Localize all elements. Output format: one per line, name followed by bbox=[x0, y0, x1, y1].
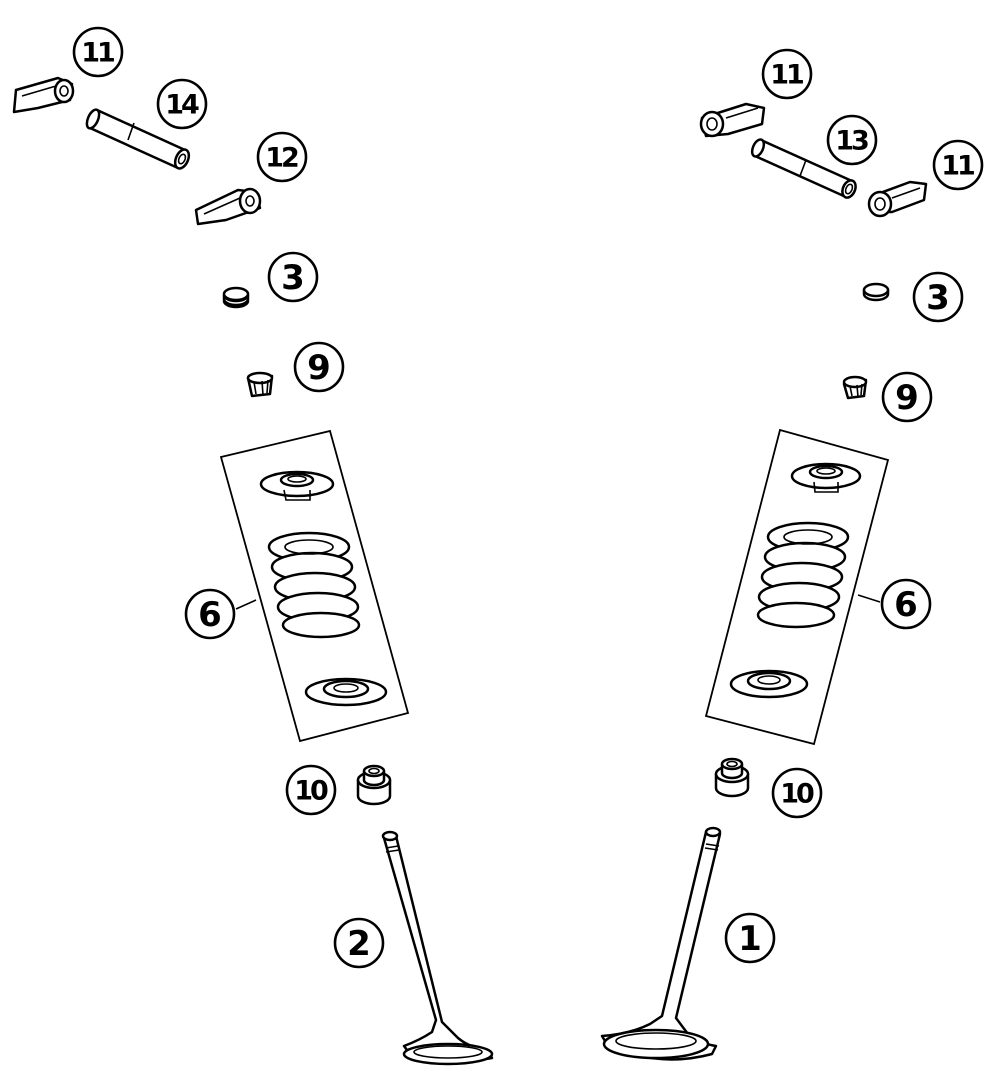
callout-3-right: 3 bbox=[912, 271, 964, 323]
valve-stem-seal-left bbox=[356, 764, 392, 806]
spring-seat-lower-right bbox=[729, 669, 809, 699]
callout-9-right: 9 bbox=[881, 371, 933, 423]
svg-text:10: 10 bbox=[780, 779, 814, 810]
valve-shim-left bbox=[222, 286, 250, 309]
callout-10-right: 10 bbox=[771, 767, 823, 819]
callout-11-top-right-a: 11 bbox=[761, 48, 813, 100]
spring-assembly-box-left bbox=[219, 429, 410, 743]
svg-text:9: 9 bbox=[307, 348, 331, 388]
svg-text:14: 14 bbox=[165, 90, 199, 121]
callout-3-left: 3 bbox=[267, 251, 319, 303]
callout-14: 14 bbox=[156, 78, 208, 130]
svg-text:6: 6 bbox=[198, 595, 222, 635]
spring-seat-lower-left bbox=[304, 677, 388, 707]
svg-text:11: 11 bbox=[81, 38, 114, 69]
callout-6-right: 6 bbox=[880, 578, 932, 630]
callout-2: 2 bbox=[333, 917, 385, 969]
spring-assembly-box-right bbox=[704, 428, 890, 746]
callout-12: 12 bbox=[256, 131, 308, 183]
valve-stem-seal-right bbox=[714, 757, 750, 798]
svg-text:11: 11 bbox=[941, 151, 974, 182]
svg-text:1: 1 bbox=[738, 919, 762, 959]
svg-text:9: 9 bbox=[895, 378, 919, 418]
valve-left-2 bbox=[381, 830, 494, 1066]
svg-text:3: 3 bbox=[926, 278, 950, 318]
svg-text:11: 11 bbox=[770, 60, 803, 91]
valve-spring-left bbox=[267, 531, 361, 639]
callout-10-left: 10 bbox=[285, 764, 337, 816]
callout-11-top-right-b: 11 bbox=[932, 139, 984, 191]
rocker-arm-right-outer bbox=[699, 102, 766, 138]
svg-text:3: 3 bbox=[281, 258, 305, 298]
rocker-shaft-13 bbox=[750, 138, 857, 199]
callout-11-top-left: 11 bbox=[72, 26, 124, 78]
callout-9-left: 9 bbox=[293, 341, 345, 393]
svg-text:12: 12 bbox=[265, 143, 298, 174]
svg-text:2: 2 bbox=[347, 924, 371, 964]
valve-keeper-left bbox=[246, 371, 274, 398]
valve-shim-right bbox=[862, 282, 890, 302]
rocker-shaft-14 bbox=[85, 108, 191, 170]
callout-13: 13 bbox=[826, 114, 878, 166]
callout-6-left: 6 bbox=[184, 588, 236, 640]
spring-retainer-upper-left bbox=[259, 470, 335, 501]
leader-line-6-right bbox=[857, 594, 881, 603]
valve-keeper-right bbox=[842, 375, 868, 400]
svg-text:10: 10 bbox=[294, 776, 328, 807]
rocker-arm-right-inner bbox=[867, 180, 928, 218]
callout-1: 1 bbox=[724, 912, 776, 964]
valve-spring-right bbox=[756, 521, 850, 629]
svg-text:6: 6 bbox=[894, 585, 918, 625]
svg-text:13: 13 bbox=[835, 126, 868, 157]
rocker-arm-12 bbox=[194, 187, 262, 226]
valve-right-1 bbox=[600, 826, 722, 1061]
leader-line-6-left bbox=[235, 599, 257, 610]
spring-retainer-upper-right bbox=[790, 462, 862, 493]
rocker-arm-left-outer bbox=[12, 76, 75, 114]
